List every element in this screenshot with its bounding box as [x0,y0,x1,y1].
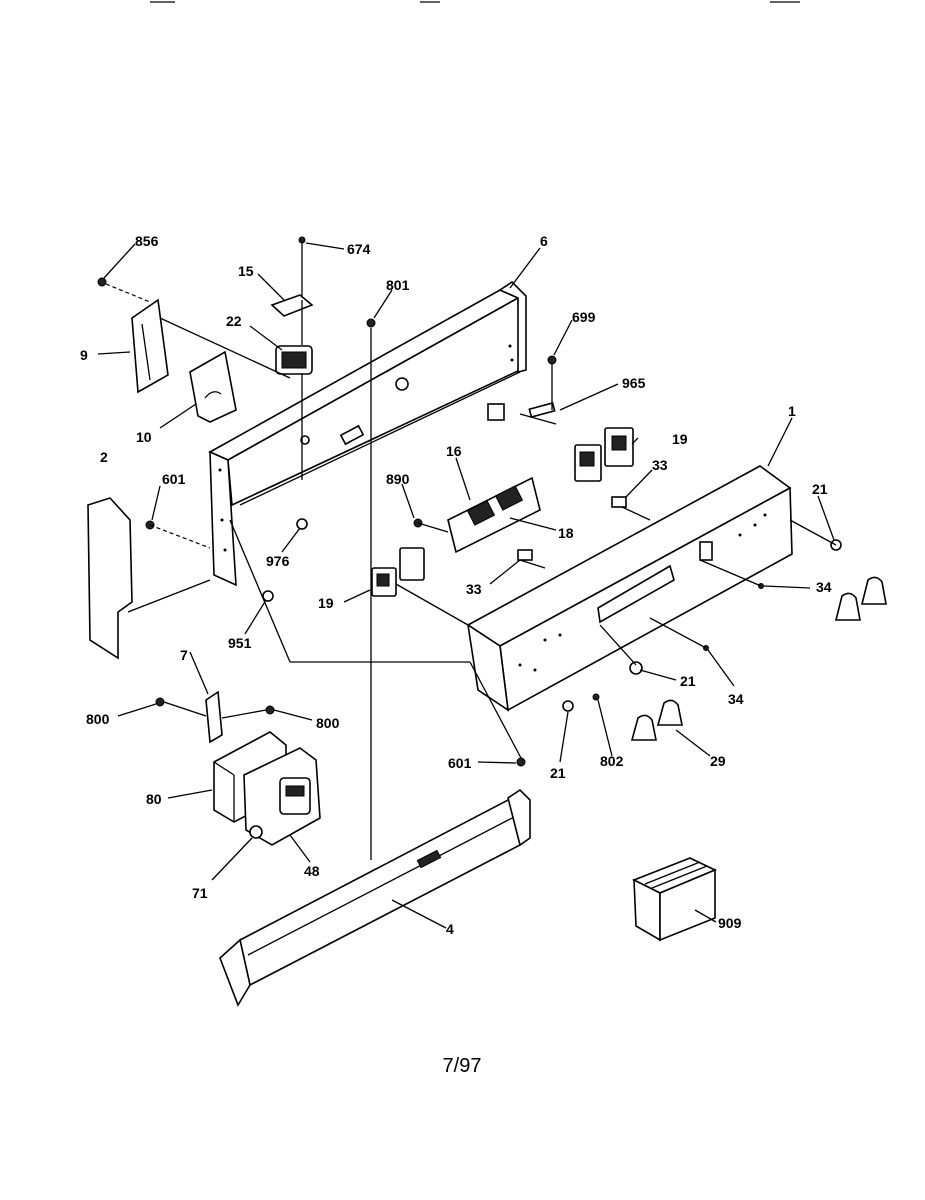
label-7: 7 [180,647,188,663]
part-15-clip [270,294,314,317]
part-33-upper [611,496,627,508]
label-976: 976 [266,553,290,569]
label-856: 856 [135,233,159,249]
part-71-48-module [243,747,321,846]
label-19-lower: 19 [318,595,334,611]
part-909-box [632,857,717,942]
part-16-display-board [447,476,541,554]
label-33-upper: 33 [652,457,668,473]
label-4: 4 [446,921,454,937]
label-951: 951 [228,635,252,651]
label-22: 22 [226,313,242,329]
label-16: 16 [446,443,462,459]
part-labels: 856 674 6 15 801 22 699 9 965 10 1 19 2 … [80,233,832,937]
part-1-control-panel [466,465,793,712]
label-21-right: 21 [812,481,828,497]
label-909: 909 [718,915,742,931]
label-674: 674 [347,241,371,257]
label-21-lower: 21 [550,765,566,781]
label-699: 699 [572,309,596,325]
part-29-knobs [630,576,887,741]
leader-lines [97,242,835,929]
label-48: 48 [304,863,320,879]
part-6-rear-panel [208,280,527,587]
part-965-clip [487,402,556,421]
part-9-side-bracket [131,298,169,394]
part-7-bracket [205,690,223,744]
part-22-switch [275,345,313,375]
part-4-lower-rail [219,788,531,1007]
label-21-mid: 21 [680,673,696,689]
part-33-lower [517,549,533,561]
label-601-lower: 601 [448,755,472,771]
label-601-upper: 601 [162,471,186,487]
label-1: 1 [788,403,796,419]
revision-date: 7/97 [443,1055,482,1077]
part-10-bracket [189,350,237,423]
label-965: 965 [622,375,646,391]
label-15: 15 [238,263,254,279]
part-19-switch-upper [574,427,634,482]
label-9: 9 [80,347,88,363]
label-19-upper: 19 [672,431,688,447]
label-801-upper: 801 [386,277,410,293]
label-800-right: 800 [316,715,340,731]
label-802: 802 [600,753,624,769]
alignment-lines [105,283,837,860]
part-19-switch-lower [371,547,425,597]
label-6: 6 [540,233,548,249]
label-34-mid: 34 [728,691,744,707]
label-2: 2 [100,449,108,465]
label-29: 29 [710,753,726,769]
label-71: 71 [192,885,208,901]
label-18: 18 [558,525,574,541]
label-34-right: 34 [816,579,832,595]
label-10: 10 [136,429,152,445]
label-33-lower: 33 [466,581,482,597]
label-800-left: 800 [86,711,110,727]
label-890: 890 [386,471,410,487]
part-2-end-cap [87,497,133,660]
label-80: 80 [146,791,162,807]
